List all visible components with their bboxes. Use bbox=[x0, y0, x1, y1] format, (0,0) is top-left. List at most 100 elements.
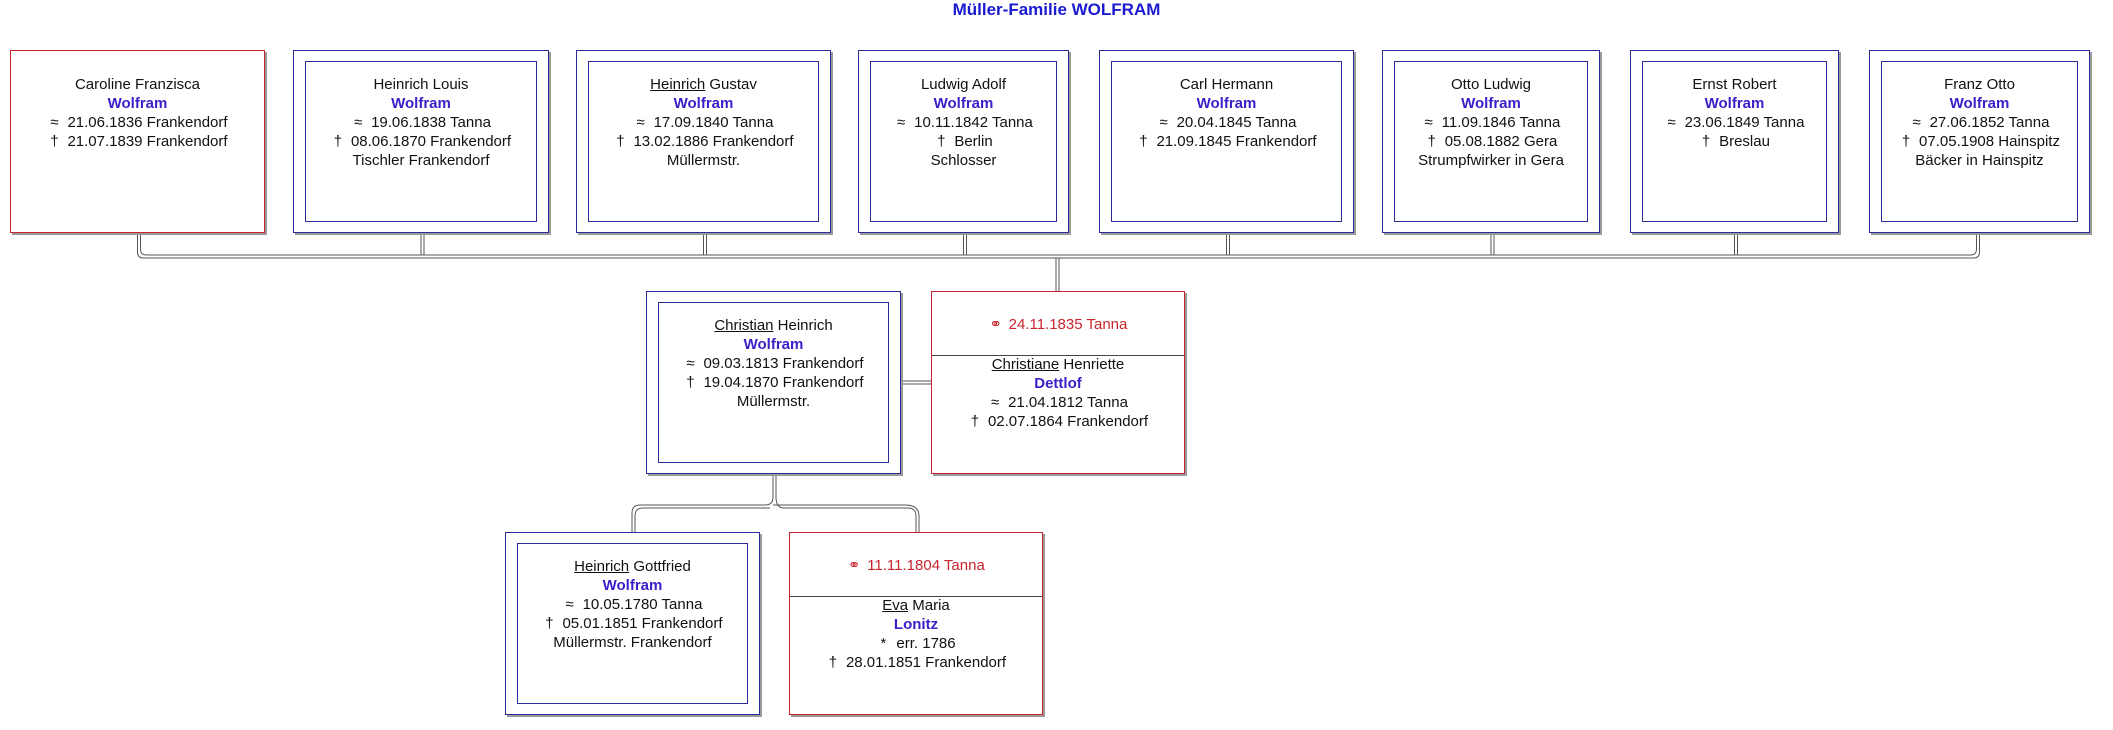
surname: Dettlof bbox=[1034, 375, 1082, 392]
death-date: †05.01.1851 Frankendorf bbox=[506, 614, 759, 633]
surname: Wolfram bbox=[743, 336, 804, 353]
baptism-date: ≈21.04.1812 Tanna bbox=[932, 393, 1184, 412]
parent-link-line bbox=[773, 504, 920, 532]
person-name: Franz Otto bbox=[1870, 75, 2089, 94]
death-date-value: 19.04.1870 Frankendorf bbox=[703, 374, 864, 391]
occupation-note: Strumpfwirker in Gera bbox=[1418, 152, 1564, 169]
surname: Wolfram bbox=[1461, 95, 1521, 112]
occupation-note: Müllermstr. Frankendorf bbox=[553, 634, 712, 651]
death-date-value: Breslau bbox=[1719, 133, 1770, 150]
death-symbol: † bbox=[1139, 133, 1148, 150]
death-date-value: 07.05.1908 Hainspitz bbox=[1919, 133, 2060, 150]
children-bus bbox=[137, 233, 1980, 259]
birth-symbol: * bbox=[880, 635, 887, 652]
given-name: Caroline Franzisca bbox=[74, 76, 201, 93]
baptism-date: ≈17.09.1840 Tanna bbox=[577, 113, 830, 132]
inner-frame bbox=[658, 302, 889, 463]
parent-link-line bbox=[631, 474, 774, 532]
baptism-date: ≈10.11.1842 Tanna bbox=[859, 113, 1068, 132]
baptism-date: ≈19.06.1838 Tanna bbox=[294, 113, 548, 132]
baptism-date: ≈27.06.1852 Tanna bbox=[1870, 113, 2089, 132]
person-name: Christiane Henriette bbox=[932, 355, 1184, 374]
death-symbol: † bbox=[333, 133, 343, 150]
baptism-symbol: ≈ bbox=[1912, 114, 1921, 131]
surname: Wolfram bbox=[673, 95, 734, 112]
parent-link-line bbox=[775, 474, 917, 532]
baptism-symbol: ≈ bbox=[50, 114, 59, 131]
surname: Lonitz bbox=[893, 616, 939, 633]
death-date-value: 13.02.1886 Frankendorf bbox=[633, 133, 794, 150]
occupation-note: Schlosser bbox=[930, 152, 997, 169]
person-name: Ernst Robert bbox=[1631, 75, 1838, 94]
death-symbol: † bbox=[545, 615, 554, 632]
parent-link-line bbox=[634, 507, 770, 532]
person-name: Heinrich Gottfried bbox=[506, 557, 759, 576]
person-name: Heinrich Louis bbox=[294, 75, 548, 94]
death-date-value: 21.09.1845 Frankendorf bbox=[1156, 133, 1317, 150]
surname: Wolfram bbox=[1704, 95, 1765, 112]
death-date: †02.07.1864 Frankendorf bbox=[932, 412, 1184, 431]
marriage-date: ⚭24.11.1835 Tanna bbox=[932, 315, 1184, 334]
given-name-underlined: Heinrich bbox=[574, 558, 630, 575]
inner-frame bbox=[588, 61, 819, 222]
marriage-symbol: ⚭ bbox=[847, 557, 861, 574]
person-name: Ludwig Adolf bbox=[859, 75, 1068, 94]
surname: Wolfram bbox=[1949, 95, 2010, 112]
inner-frame bbox=[305, 61, 537, 222]
baptism-symbol: ≈ bbox=[1667, 114, 1676, 131]
given-name-underlined: Eva bbox=[882, 597, 909, 614]
death-date: †05.08.1882 Gera bbox=[1383, 132, 1599, 151]
death-date: † 08.06.1870 Frankendorf bbox=[294, 132, 548, 151]
occupation-note: Müllermstr. bbox=[666, 152, 741, 169]
death-symbol: † bbox=[50, 133, 59, 150]
death-date-value: 21.07.1839 Frankendorf bbox=[67, 133, 228, 150]
death-date-value: 08.06.1870 Frankendorf bbox=[350, 133, 512, 150]
baptism-date: ≈11.09.1846 Tanna bbox=[1383, 113, 1599, 132]
surname: Wolfram bbox=[107, 95, 168, 112]
birth-date-value: err. 1786 bbox=[896, 635, 956, 652]
occupation-note: Müllermstr. bbox=[736, 393, 811, 410]
baptism-date: ≈23.06.1849 Tanna bbox=[1631, 113, 1838, 132]
death-symbol: † bbox=[686, 374, 695, 391]
surname: Wolfram bbox=[602, 577, 663, 594]
given-name-underlined: Heinrich bbox=[650, 76, 706, 93]
person-name: Caroline Franzisca bbox=[11, 75, 264, 94]
death-date: † 21.09.1845 Frankendorf bbox=[1100, 132, 1353, 151]
birth-date: * err. 1786 bbox=[790, 634, 1042, 653]
baptism-date: ≈21.06.1836 Frankendorf bbox=[11, 113, 264, 132]
baptism-date-value: 10.11.1842 Tanna bbox=[914, 114, 1033, 131]
death-symbol: † bbox=[1427, 133, 1436, 150]
death-symbol: † bbox=[1901, 133, 1911, 150]
marriage-symbol: ⚭ bbox=[989, 316, 1002, 333]
death-symbol: † bbox=[970, 413, 980, 430]
death-date: † 28.01.1851 Frankendorf bbox=[790, 653, 1042, 672]
death-date: † 21.07.1839 Frankendorf bbox=[11, 132, 264, 151]
baptism-date-value: 09.03.1813 Frankendorf bbox=[703, 355, 864, 372]
marriage-value: 11.11.1804 Tanna bbox=[867, 557, 985, 574]
baptism-date: ≈10.05.1780 Tanna bbox=[506, 595, 759, 614]
death-symbol: † bbox=[828, 654, 838, 671]
given-name: Gustav bbox=[705, 76, 757, 93]
death-date-value: 28.01.1851 Frankendorf bbox=[845, 654, 1007, 671]
baptism-symbol: ≈ bbox=[686, 355, 695, 372]
death-symbol: † bbox=[1701, 133, 1711, 150]
